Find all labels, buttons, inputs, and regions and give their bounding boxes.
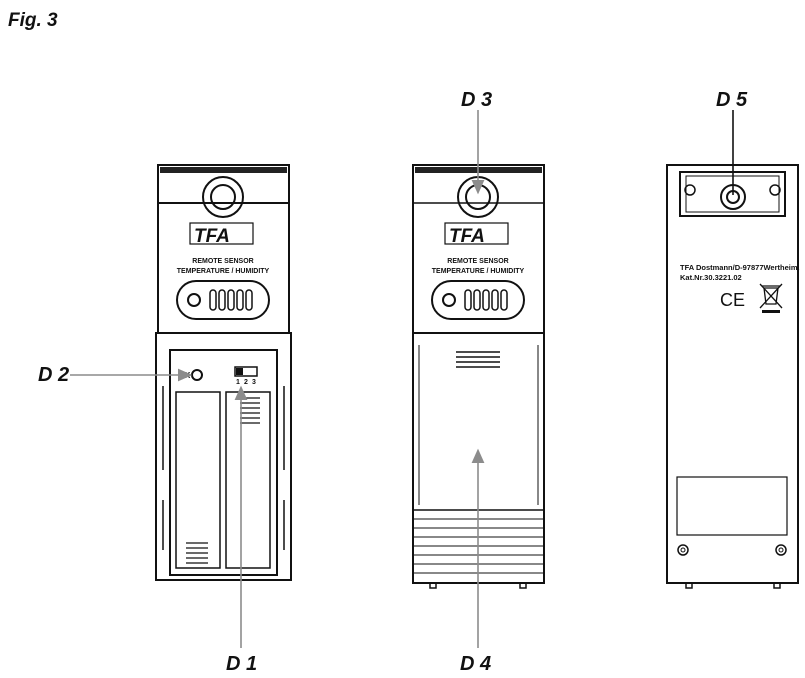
screw-icon [677,544,787,556]
callout-d2: D 2 [38,364,69,386]
label-recess [676,476,788,536]
sensor-open-view: TFA REMOTE SENSOR TEMPERATURE / HUMIDITY… [155,164,292,581]
sensor-rear-view: TFA Dostmann/D-97877Wertheim. Kat.Nr.30.… [666,164,800,589]
callout-arrows [70,110,734,648]
mounting-hole-icon [202,176,244,218]
svg-text:TEMPERATURE / HUMIDITY: TEMPERATURE / HUMIDITY [432,268,525,275]
spring-top [240,397,260,424]
product-line-2: TEMPERATURE / HUMIDITY [177,268,270,275]
figure-title: Fig. 3 [8,10,58,31]
callout-d1: D 1 [226,653,257,675]
rear-housing [666,164,799,584]
svg-text:REMOTE SENSOR: REMOTE SENSOR [447,258,508,265]
channel-switch: 1 2 3 [234,366,258,386]
battery-slot-right [225,391,271,569]
tx-button [191,369,203,381]
callout-d4: D 4 [460,653,491,675]
svg-text:TFA: TFA [449,226,485,247]
maker-address: TFA Dostmann/D-97877Wertheim. [680,263,800,272]
battery-cover [418,345,539,505]
svg-text:1: 1 [236,379,240,386]
battery-slot-left [175,391,221,569]
battery-housing [155,332,292,581]
tfa-logo: TFA [444,222,509,247]
callout-d5: D 5 [716,89,748,111]
spring-bottom [186,542,208,564]
logo-text: TFA [194,226,230,247]
tfa-logo: TFA [189,222,254,247]
vent-grille [176,280,270,320]
vent-grille [431,280,525,320]
weee-bin-icon [759,283,783,313]
battery-compartment [169,349,278,576]
product-line-1: REMOTE SENSOR [192,258,253,265]
callout-d3: D 3 [461,89,492,111]
svg-text:2: 2 [244,379,248,386]
catalog-number: Kat.Nr.30.3221.02 [680,273,742,282]
ce-mark: CE [720,290,745,310]
svg-text:3: 3 [252,379,256,386]
